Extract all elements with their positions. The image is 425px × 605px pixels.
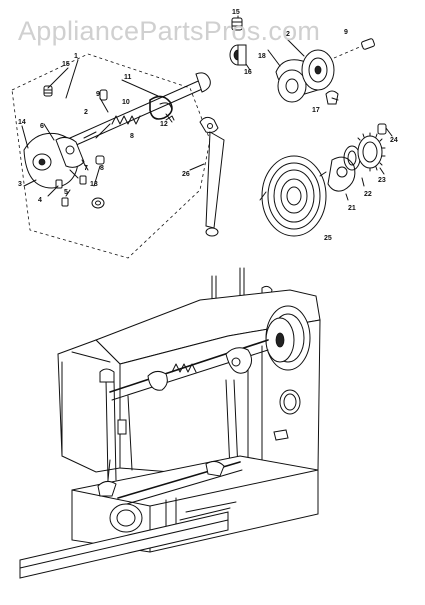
callout-23: 23 (378, 177, 386, 184)
callout-8b: 8 (100, 165, 104, 172)
callout-22: 22 (364, 191, 372, 198)
callout-21: 21 (348, 205, 356, 212)
callout-25: 25 (324, 235, 332, 242)
lever-part (189, 116, 225, 237)
callout-3: 3 (18, 181, 22, 188)
callout-10: 10 (122, 99, 130, 106)
callout-6: 6 (40, 123, 44, 130)
callout-11: 11 (124, 74, 132, 81)
shaft-assembly-group (11, 53, 211, 259)
callout-8a: 8 (130, 133, 134, 140)
callout-4: 4 (38, 197, 42, 204)
callout-17: 17 (312, 107, 320, 114)
callout-labels: 1 15 11 9 10 12 2 8 14 6 7 8 3 4 5 13 15… (18, 9, 398, 242)
callout-16: 16 (244, 69, 252, 76)
sewing-machine-body (19, 267, 321, 579)
callout-18: 18 (258, 53, 266, 60)
callout-14: 14 (18, 119, 26, 126)
hub-assembly (229, 15, 375, 105)
callout-1: 1 (74, 53, 78, 60)
callout-15b: 15 (232, 9, 240, 16)
callout-26: 26 (182, 171, 190, 178)
callout-9a: 9 (96, 91, 100, 98)
callout-12: 12 (160, 121, 168, 128)
callout-15a: 15 (62, 61, 70, 68)
watermark: AppliancePartsPros.com (18, 16, 321, 46)
callout-2b: 2 (286, 31, 290, 38)
callout-5: 5 (64, 189, 68, 196)
handwheel-assembly (259, 123, 393, 237)
callout-24: 24 (390, 137, 398, 144)
callout-9b: 9 (344, 29, 348, 36)
callout-13: 13 (90, 181, 98, 188)
callout-7: 7 (84, 165, 88, 172)
callout-2: 2 (84, 109, 88, 116)
